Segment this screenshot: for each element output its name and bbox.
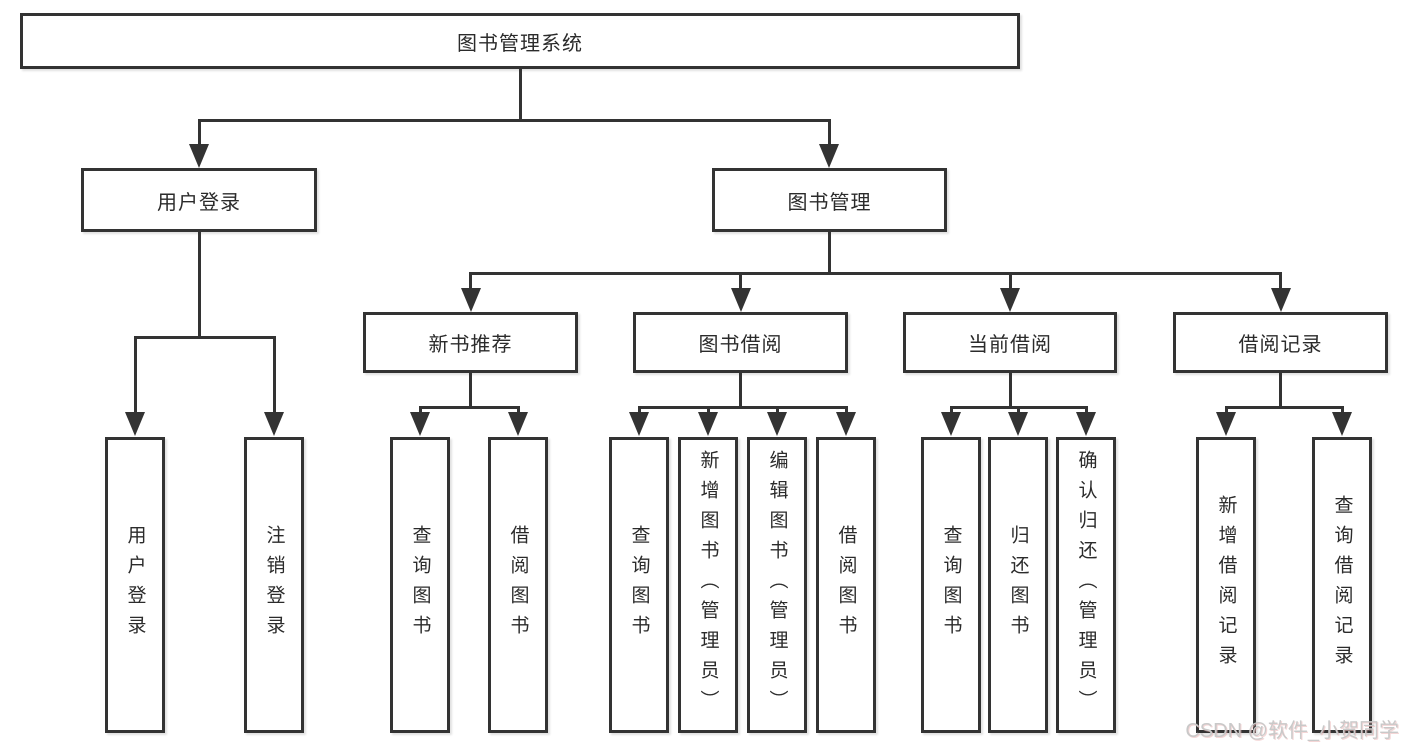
arrow-down-icon [189, 144, 209, 168]
arrow-down-icon [1076, 412, 1096, 436]
arrow-down-icon [125, 412, 145, 436]
node-label: 注销登录 [263, 525, 285, 645]
connector-vline [1016, 406, 1020, 416]
arrow-down-icon [1008, 412, 1028, 436]
connector-vline [739, 373, 742, 409]
node-leaf-add-borrow-record: 新增借阅记录 [1196, 437, 1256, 733]
connector-vline [828, 232, 831, 274]
connector-vline [706, 406, 710, 416]
connector-vline [516, 406, 520, 416]
connector-vline [827, 119, 831, 148]
node-leaf-query-books-current: 查询图书 [921, 437, 981, 733]
node-label: 用户登录 [157, 191, 241, 214]
arrow-down-icon [460, 288, 481, 312]
node-label: 归还图书 [1007, 525, 1029, 645]
connector-vline [197, 232, 201, 339]
arrow-down-icon [730, 288, 751, 312]
arrow-down-icon [836, 412, 856, 436]
node-label: 查询图书 [628, 525, 650, 645]
node-label: 当前借阅 [968, 334, 1052, 356]
connector-vline [1340, 406, 1344, 416]
arrow-down-icon [1216, 412, 1236, 436]
node-label: 图书借阅 [698, 334, 783, 356]
node-leaf-borrow-books-recommend: 借阅图书 [488, 437, 548, 733]
node-label: 借阅记录 [1238, 334, 1323, 356]
connector-vline [1008, 373, 1012, 409]
node-label: 查询图书 [409, 525, 431, 645]
connector-vline [637, 406, 641, 416]
connector-vline [197, 119, 201, 148]
node-book-borrow: 图书借阅 [633, 312, 848, 373]
node-leaf-query-books-recommend: 查询图书 [390, 437, 450, 733]
connector-hline [197, 119, 831, 122]
arrow-down-icon [629, 412, 649, 436]
csdn-watermark: CSDN @软件_小贺同学 [1185, 720, 1399, 742]
arrow-down-icon [1000, 288, 1020, 312]
node-leaf-user-login: 用户登录 [105, 437, 165, 733]
connector-vline [844, 406, 848, 416]
node-label: 图书管理 [787, 191, 872, 214]
connector-vline [133, 336, 137, 414]
connector-hline [469, 272, 1282, 275]
node-label: 新增图书（管理员） [697, 450, 719, 720]
connector-vline [739, 272, 742, 292]
arrow-down-icon [767, 412, 787, 436]
node-book-management: 图书管理 [712, 168, 947, 232]
arrow-down-icon [508, 412, 528, 436]
node-leaf-confirm-return-admin: 确认归还（管理员） [1056, 437, 1116, 733]
node-label: 借阅图书 [507, 525, 529, 645]
node-label: 借阅图书 [835, 525, 857, 645]
node-leaf-add-book-admin: 新增图书（管理员） [678, 437, 738, 733]
node-borrow-records: 借阅记录 [1173, 312, 1388, 373]
connector-hline [1224, 406, 1344, 409]
node-label: 确认归还（管理员） [1075, 450, 1097, 720]
connector-vline [949, 406, 953, 416]
node-label: 新增借阅记录 [1215, 495, 1237, 675]
node-leaf-return-book: 归还图书 [988, 437, 1048, 733]
node-leaf-borrow-books: 借阅图书 [816, 437, 876, 733]
node-root: 图书管理系统 [20, 13, 1020, 69]
connector-vline [272, 336, 276, 414]
arrow-down-icon [819, 144, 839, 168]
arrow-down-icon [941, 412, 961, 436]
node-label: 查询借阅记录 [1331, 495, 1353, 675]
arrow-down-icon [264, 412, 284, 436]
node-label: 编辑图书（管理员） [766, 450, 788, 720]
arrow-down-icon [698, 412, 718, 436]
node-leaf-query-books-borrow: 查询图书 [609, 437, 669, 733]
connector-vline [518, 66, 522, 122]
connector-vline [775, 406, 779, 416]
connector-vline [1279, 272, 1282, 292]
node-label: 用户登录 [124, 525, 146, 645]
connector-vline [1279, 373, 1282, 409]
node-leaf-edit-book-admin: 编辑图书（管理员） [747, 437, 807, 733]
connector-vline [418, 406, 422, 416]
node-label: 新书推荐 [428, 334, 513, 356]
connector-vline [1224, 406, 1228, 416]
node-leaf-logout: 注销登录 [244, 437, 304, 733]
node-current-borrow: 当前借阅 [903, 312, 1117, 373]
arrow-down-icon [1332, 412, 1352, 436]
connector-vline [1084, 406, 1088, 416]
arrow-down-icon [1270, 288, 1291, 312]
node-label: 查询图书 [940, 525, 962, 645]
connector-hline [133, 336, 276, 339]
connector-vline [469, 272, 472, 292]
connector-hline [418, 406, 520, 409]
node-leaf-query-borrow-record: 查询借阅记录 [1312, 437, 1372, 733]
node-user-login: 用户登录 [81, 168, 317, 232]
arrow-down-icon [410, 412, 430, 436]
connector-vline [1008, 272, 1012, 292]
node-new-book-recommend: 新书推荐 [363, 312, 578, 373]
node-label: 图书管理系统 [457, 32, 583, 55]
connector-vline [469, 373, 472, 409]
connector-hline [637, 406, 848, 409]
